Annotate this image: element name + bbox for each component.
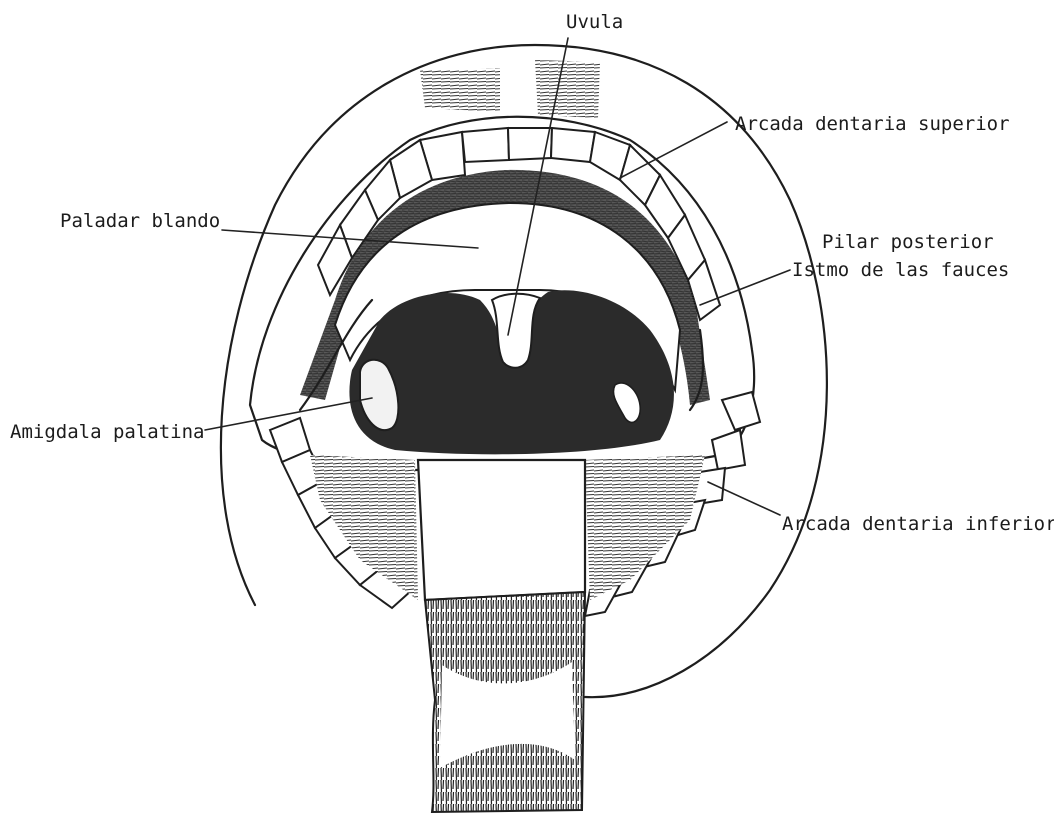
upper-lip-shading: [420, 68, 500, 112]
label-arcada-superior: Arcada dentaria superior: [735, 113, 1010, 135]
label-uvula: Uvula: [566, 11, 623, 33]
label-istmo: Istmo de las fauces: [792, 259, 1009, 281]
label-paladar-blando: Paladar blando: [60, 210, 220, 232]
upper-lip-shading-2: [535, 60, 600, 118]
label-pilar-posterior: Pilar posterior: [822, 231, 994, 253]
label-arcada-inferior: Arcada dentaria inferior: [782, 513, 1054, 535]
label-amigdala: Amigdala palatina: [10, 421, 204, 443]
tongue-depressor: [418, 460, 585, 600]
